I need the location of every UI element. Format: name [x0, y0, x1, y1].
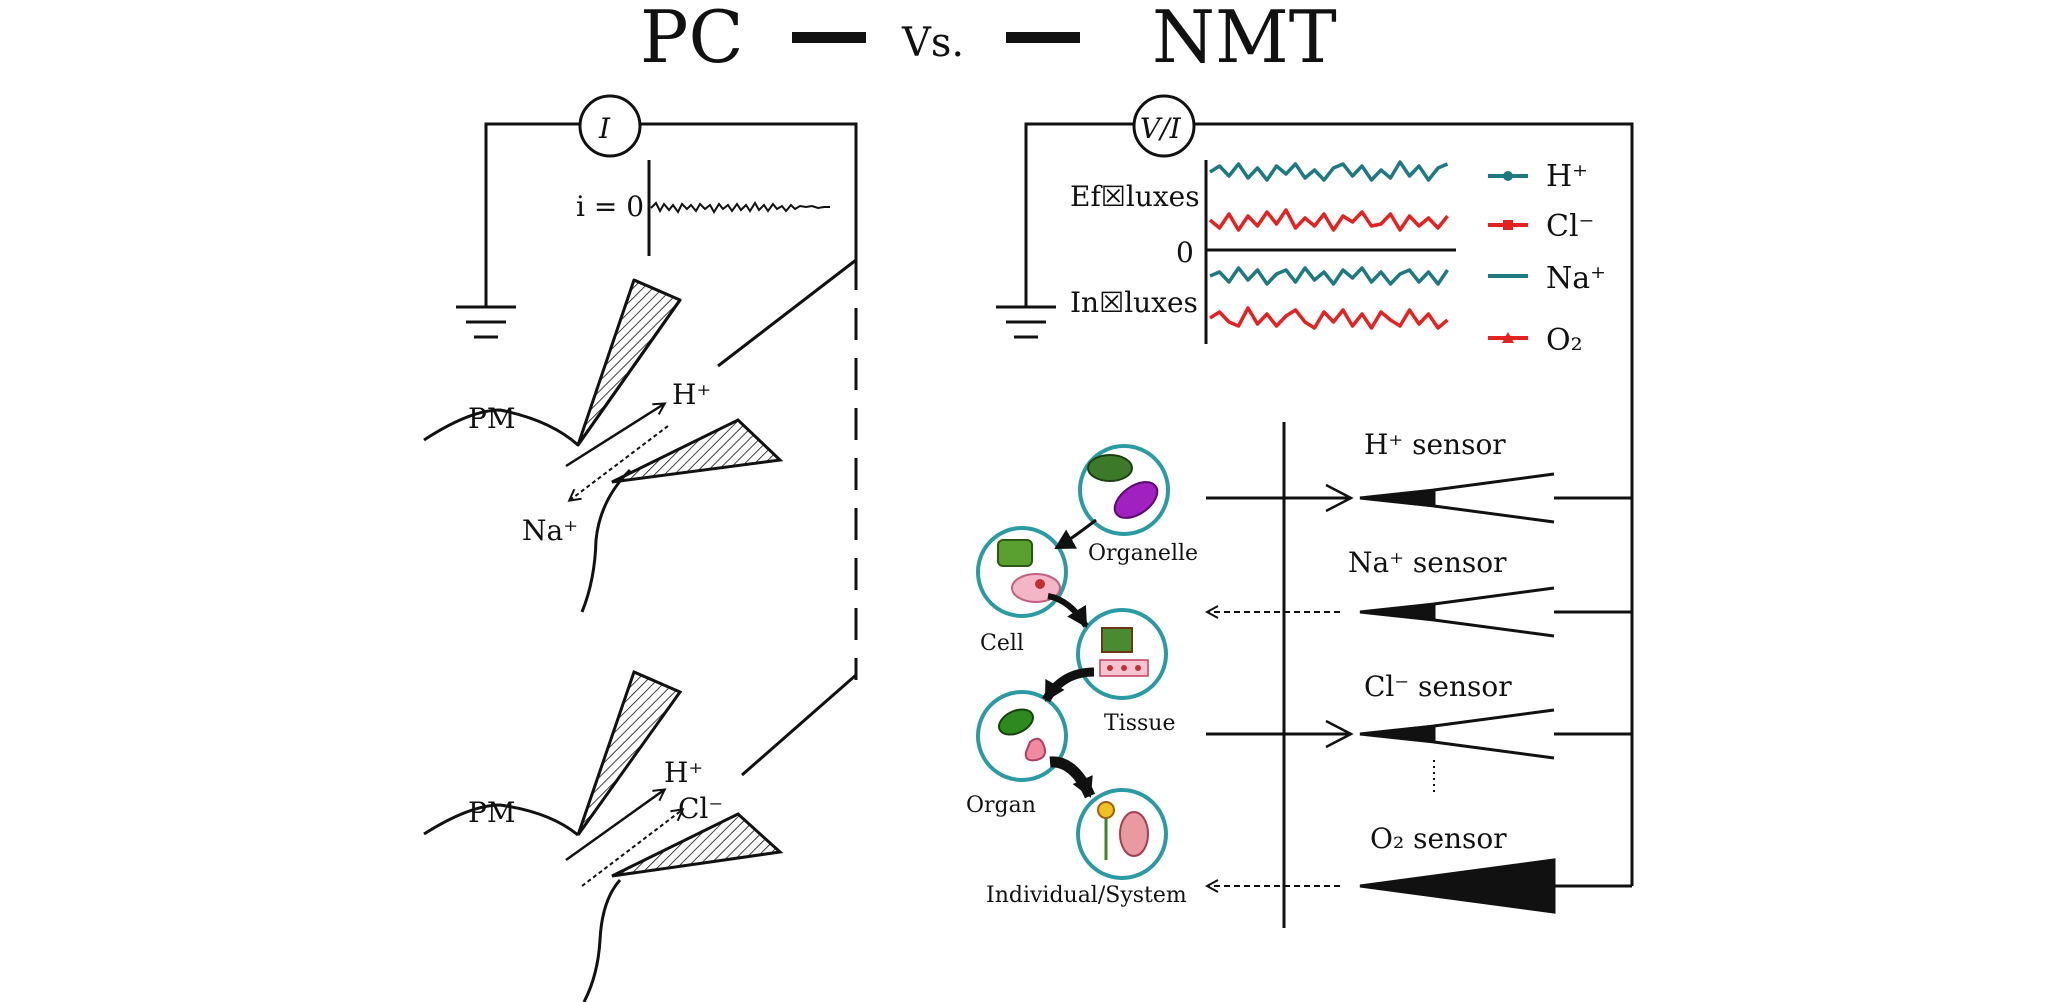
tissue-node	[1076, 608, 1168, 700]
membrane-top-2	[580, 468, 632, 613]
arrow-tissue-organ	[1042, 667, 1095, 703]
legend-label-h: H⁺	[1546, 159, 1588, 194]
pc-wire-top	[640, 122, 858, 258]
trace-h	[1209, 160, 1449, 182]
leaf-icon	[998, 708, 1034, 736]
bio-levels: Organelle Cell Tissue Organ Individual/S…	[966, 444, 1198, 908]
pc-title: PC	[640, 0, 744, 79]
sensor-label-o2: O₂ sensor	[1370, 822, 1507, 855]
cell-node	[976, 526, 1068, 618]
legend-marker-triangle	[1502, 332, 1514, 343]
pm-label-top: PM	[468, 402, 516, 435]
ion-h-top: H⁺	[672, 378, 711, 411]
pc-panel	[423, 94, 858, 1002]
membrane-bottom-1	[423, 803, 579, 837]
individual-node	[1076, 788, 1168, 880]
level-label-organ: Organ	[966, 793, 1036, 818]
na-sensor	[1208, 586, 1555, 638]
legend-item-o2: O₂	[1488, 323, 1583, 358]
pipette-top-2	[611, 418, 784, 484]
efflux-label: Ef☒luxes	[1070, 180, 1200, 213]
nmt-labels: V/I Ef☒luxes 0 In☒luxes	[1070, 112, 1200, 319]
plant-tissue-icon	[1101, 627, 1133, 653]
legend-item-h: H⁺	[1488, 159, 1588, 194]
trace-na	[1209, 266, 1449, 286]
pc-wire-diag-2	[741, 673, 857, 777]
o2-sensor	[1208, 858, 1556, 914]
pipette-bottom-2	[611, 812, 784, 878]
pipette-top-1	[576, 278, 682, 447]
membrane-bottom-2	[582, 878, 622, 1002]
header-dash-right	[1006, 32, 1080, 43]
arrow-organ-individual	[1049, 756, 1096, 799]
pm-label-bottom: PM	[468, 796, 516, 829]
pc-wire-diag-1	[717, 258, 857, 368]
organelle-node	[1078, 444, 1170, 536]
sensor-label-h: H⁺ sensor	[1364, 428, 1506, 461]
organ-node	[976, 690, 1068, 782]
ion-h-bottom: H⁺	[664, 756, 703, 789]
cl-sensor	[1206, 708, 1555, 760]
nmt-meter	[1132, 94, 1196, 158]
chloroplast-icon	[1087, 454, 1133, 482]
pipette-bottom-1	[576, 669, 683, 836]
ion-cl-label: Cl⁻	[678, 792, 723, 825]
pc-labels: I i = 0 PM H⁺ Na⁺ PM H⁺ Cl⁻	[468, 112, 723, 829]
legend-label-na: Na⁺	[1546, 261, 1606, 296]
level-label-tissue: Tissue	[1104, 711, 1175, 736]
sensor-labels: H⁺ sensor Na⁺ sensor Cl⁻ sensor O₂ senso…	[1348, 428, 1512, 855]
level-label-cell: Cell	[980, 631, 1024, 656]
nmt-title: NMT	[1152, 0, 1337, 79]
header: PC Vs. NMT	[640, 0, 1337, 79]
vs-label: Vs.	[901, 20, 964, 66]
animal-cell-icon	[1011, 573, 1061, 603]
efflux-arrow-top	[565, 404, 664, 468]
pc-wire-left	[484, 122, 580, 307]
pc-meter-label: I	[598, 112, 611, 145]
arrow-organelle-cell	[1054, 518, 1097, 550]
human-organs-icon	[1119, 811, 1149, 857]
legend-item-na: Na⁺	[1488, 261, 1606, 296]
zero-label: 0	[1176, 236, 1194, 269]
sensor-label-na: Na⁺ sensor	[1348, 546, 1507, 579]
pipette-top-1-edge	[576, 299, 682, 446]
flux-legend: H⁺ Cl⁻ Na⁺ O₂	[1488, 159, 1606, 358]
nmt-circuit	[996, 94, 1634, 928]
efflux-arrow-bottom	[565, 790, 664, 862]
intestine-icon	[1024, 737, 1046, 762]
trace-cl	[1208, 208, 1449, 232]
zero-current-trace	[650, 201, 830, 214]
plant-cell-icon	[997, 539, 1033, 567]
mitochondrion-icon	[1113, 481, 1159, 519]
sensors	[1206, 472, 1556, 914]
trace-o2	[1209, 306, 1449, 330]
h-sensor	[1206, 472, 1555, 524]
legend-marker-square	[1503, 220, 1513, 230]
legend-item-cl: Cl⁻	[1488, 209, 1594, 244]
flux-traces	[1208, 160, 1449, 330]
nmt-meter-label: V/I	[1140, 112, 1182, 145]
nmt-wire-left	[1024, 122, 1134, 307]
sunflower-icon	[1097, 801, 1115, 819]
header-dash-left	[792, 32, 866, 43]
influx-label: In☒luxes	[1070, 286, 1198, 319]
membrane-top-1	[423, 408, 579, 447]
level-label-individual: Individual/System	[986, 883, 1187, 908]
legend-marker-circle	[1503, 171, 1513, 181]
legend-label-cl: Cl⁻	[1546, 209, 1594, 244]
sensor-label-cl: Cl⁻ sensor	[1364, 670, 1512, 703]
legend-label-o2: O₂	[1546, 323, 1583, 358]
nmt-wire-right	[1194, 122, 1634, 886]
ion-na-label: Na⁺	[522, 514, 578, 547]
level-label-organelle: Organelle	[1088, 541, 1198, 566]
pc-ammeter	[578, 94, 642, 158]
current-label: i = 0	[576, 190, 644, 223]
arrow-cell-tissue	[1047, 593, 1089, 628]
